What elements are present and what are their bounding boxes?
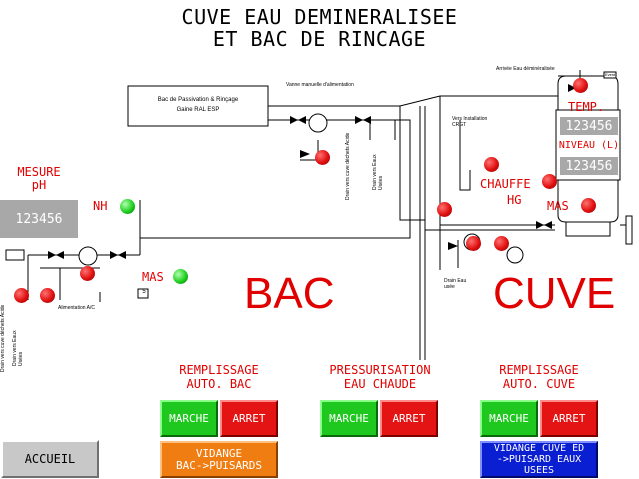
drain-eau-usee-label: Drain Eau usée — [444, 278, 467, 290]
mas-bac-label: MAS — [142, 270, 164, 284]
pressurisation-marche-button[interactable]: MARCHE — [320, 400, 378, 437]
remplissage-bac-marche-button[interactable]: MARCHE — [160, 400, 218, 437]
chauffe-label: CHAUFFE — [480, 177, 531, 191]
remplissage-cuve-arret-button[interactable]: ARRET — [540, 400, 598, 437]
mesure-label: MESURE — [17, 165, 61, 179]
vidange-cuve-button[interactable]: VIDANGE CUVE ED ->PUISARD EAUX USEES — [480, 441, 598, 478]
drain-eaux-usees-label: Drain vers Eaux Usées — [372, 154, 384, 190]
remplissage-bac-label-1: REMPLISSAGE — [179, 363, 259, 377]
mas-cuve-label: MAS — [547, 199, 569, 213]
mas-bac-status-light — [173, 269, 188, 284]
vidange-bac-line1: VIDANGE — [195, 446, 243, 460]
temp-display: 123456 — [560, 117, 618, 135]
ph-display: 123456 — [0, 200, 78, 238]
vidange-bac-line2: BAC->PUISARDS — [175, 458, 263, 472]
crgt-alarm-light — [484, 157, 499, 172]
remplissage-cuve-marche-button[interactable]: MARCHE — [480, 400, 538, 437]
temp-label: TEMP. — [568, 100, 605, 114]
remplissage-cuve-label-2: AUTO. CUVE — [502, 377, 576, 391]
bac-box-label-1: Bac de Passivation & Rinçage — [157, 97, 239, 103]
cuve-tag: Event — [605, 72, 616, 77]
bac-box — [127, 85, 269, 127]
mas-cuve-alarm-light — [581, 198, 596, 213]
remplissage-cuve-label-1: REMPLISSAGE — [499, 363, 579, 377]
bac-marker: 5 — [142, 289, 146, 295]
vidange-cuve-line2: ->PUISARD EAUX — [496, 454, 582, 465]
left-valve-alarm-light-1 — [14, 288, 29, 303]
pump-bac-alarm-light — [80, 266, 95, 281]
arrivee-label: Arrivée Eau déminéralisée — [496, 66, 555, 72]
left-valve-alarm-light-2 — [40, 288, 55, 303]
alimentation-label: Alimentation A/C — [58, 305, 95, 311]
vers-installation-label: Vers Installation CRGT — [452, 116, 488, 128]
remplissage-bac-label-2: AUTO. BAC — [186, 377, 252, 391]
nh-label: NH — [93, 199, 108, 213]
bac-title: BAC — [244, 269, 335, 318]
vanne-alarm-light — [315, 150, 330, 165]
pump-cuve-alarm-light — [466, 236, 481, 251]
accueil-button[interactable]: ACCUEIL — [1, 440, 99, 478]
vidange-cuve-line3: USEES — [523, 465, 555, 476]
pressurisation-label-1: PRESSURISATION — [329, 363, 431, 377]
niveau-label: NIVEAU (L) — [558, 140, 620, 151]
drain-left-cuve-label: Drain vers cuve déchets Acide — [0, 304, 6, 372]
drain-left-eaux-label: Drain vers Eaux Usées — [12, 330, 24, 366]
nh-status-light — [120, 199, 135, 214]
vanne-label: Vanne manuelle d'alimentation — [286, 82, 354, 88]
title-line-1: CUVE EAU DEMINERALISEE — [181, 5, 458, 29]
pressurisation-label-2: EAU CHAUDE — [343, 377, 417, 391]
vidange-bac-button[interactable]: VIDANGE BAC->PUISARDS — [160, 441, 278, 478]
ph-label: pH — [31, 178, 47, 192]
drain-acide-label: Drain vers cuve déchets Acide — [345, 132, 351, 200]
main-line-alarm-light — [437, 202, 452, 217]
arrivee-alarm-light — [573, 78, 588, 93]
valve-cuve-alarm-light — [494, 236, 509, 251]
cuve-title: CUVE — [493, 269, 616, 318]
bac-box-label-2: Gaine RAL ESP — [176, 107, 220, 113]
vidange-cuve-line1: VIDANGE CUVE ED — [493, 443, 585, 454]
title-line-2: ET BAC DE RINCAGE — [212, 27, 427, 51]
chauffe-alarm-light — [542, 174, 557, 189]
remplissage-bac-arret-button[interactable]: ARRET — [220, 400, 278, 437]
pressurisation-arret-button[interactable]: ARRET — [380, 400, 438, 437]
hg-label: HG — [507, 193, 522, 207]
niveau-display: 123456 — [560, 157, 618, 175]
